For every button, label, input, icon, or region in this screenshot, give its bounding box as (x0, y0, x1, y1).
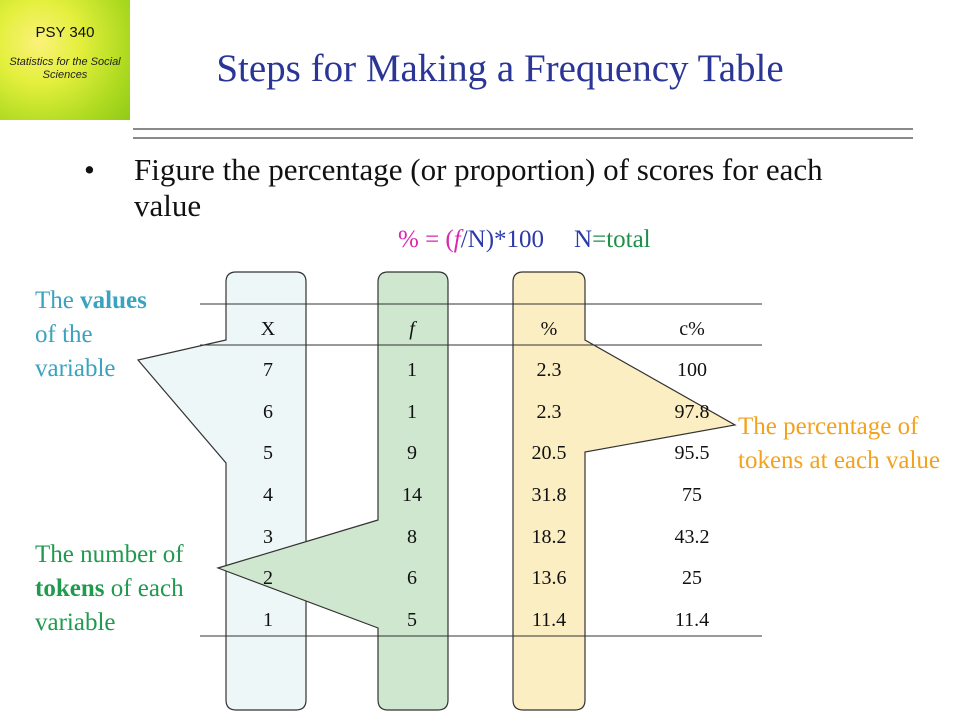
values-callout-pre: The (35, 287, 81, 314)
values-callout: The values of the variable (35, 284, 165, 386)
table-cell: 18.2 (532, 526, 567, 548)
header-pct: % (541, 318, 558, 340)
x-column-highlight (136, 271, 307, 711)
values-callout-bold: values (80, 287, 147, 314)
table-cell: 97.8 (675, 401, 710, 423)
tokens-callout-post: of each variable (35, 575, 184, 636)
table-cell: 1 (407, 401, 417, 423)
bullet-symbol: • (84, 152, 95, 187)
table-cell: 2 (263, 567, 273, 589)
table-cell: 5 (407, 609, 417, 631)
table-cell: 13.6 (532, 567, 567, 589)
tokens-callout-pre: The number of (35, 541, 184, 568)
table-cell: 95.5 (675, 442, 710, 464)
header-f: f (409, 318, 417, 340)
table-cell: 8 (407, 526, 417, 548)
table-cell: 2.3 (537, 401, 562, 423)
bullet-text: Figure the percentage (or proportion) of… (134, 152, 823, 223)
table-cell: 11.4 (675, 609, 709, 631)
formula-divide: /N)*100 (460, 226, 545, 253)
tokens-callout: The number of tokens of each variable (35, 538, 210, 640)
pct-column-highlight (512, 271, 737, 711)
header-x: X (261, 318, 276, 340)
table-cell: 43.2 (675, 526, 710, 548)
table-cell: 1 (407, 359, 417, 381)
table-cell: 11.4 (532, 609, 566, 631)
table-cell: 6 (407, 567, 417, 589)
table-cell: 100 (677, 359, 707, 381)
values-callout-post: of the variable (35, 321, 116, 382)
course-code: PSY 340 (35, 24, 95, 41)
table-cell: 14 (402, 484, 422, 506)
table-cell: 5 (263, 442, 273, 464)
table-cell: 9 (407, 442, 417, 464)
table-cell: 75 (682, 484, 702, 506)
table-cell: 20.5 (532, 442, 567, 464)
table-cell: 1 (263, 609, 273, 631)
header-cpct: c% (679, 318, 705, 340)
formula-f: f (453, 226, 461, 253)
course-subtitle: Statistics for the Social Sciences (9, 56, 121, 81)
table-cell: 6 (263, 401, 273, 423)
slide-title: Steps for Making a Frequency Table (216, 47, 784, 90)
percentage-formula: % = (f/N)*100 N=total (398, 226, 651, 254)
table-cell: 3 (263, 526, 273, 548)
formula-percent: % = ( (398, 226, 454, 253)
table-cell: 4 (263, 484, 273, 506)
formula-total: =total (592, 226, 651, 253)
course-logo: PSY 340 Statistics for the Social Scienc… (0, 0, 130, 120)
percentage-callout: The percentage of tokens at each value (738, 413, 940, 474)
table-cell: 2.3 (537, 359, 562, 381)
f-column-highlight (216, 271, 449, 711)
table-cell: 31.8 (532, 484, 567, 506)
table-cell: 25 (682, 567, 702, 589)
formula-n: N (574, 226, 593, 253)
table-cell: 7 (263, 359, 273, 381)
title-divider (133, 128, 913, 139)
tokens-callout-bold: tokens (35, 575, 105, 602)
